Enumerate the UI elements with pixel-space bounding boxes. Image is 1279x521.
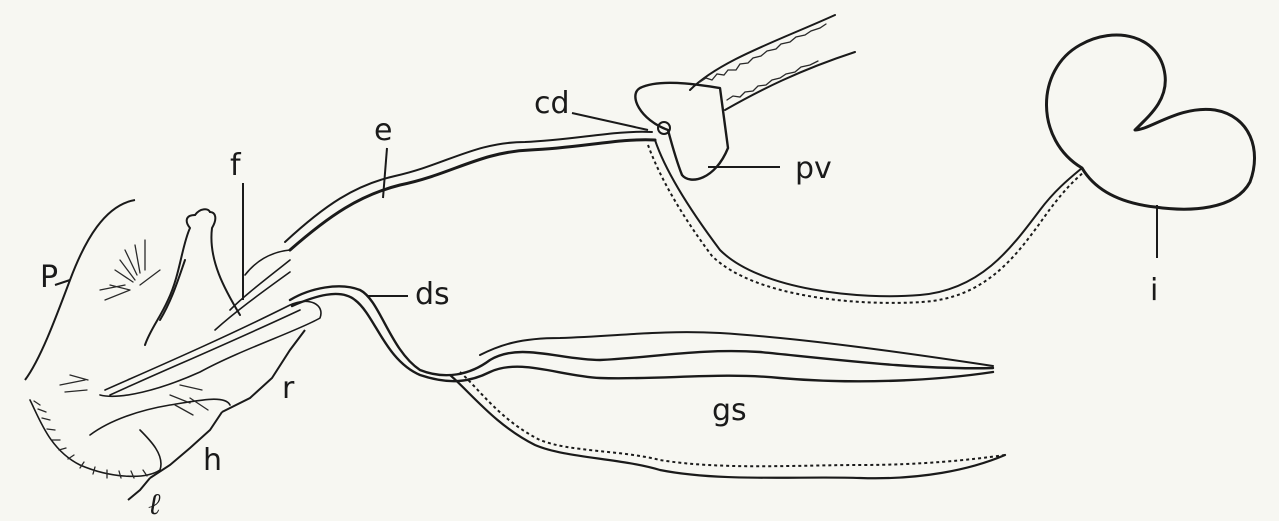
label-P: P <box>40 260 58 295</box>
label-f: f <box>230 148 242 183</box>
label-cd: cd <box>534 86 570 121</box>
label-i: i <box>1150 273 1158 308</box>
label-l: ℓ <box>148 487 161 521</box>
label-gs: gs <box>712 393 747 428</box>
label-pv: pv <box>795 151 832 186</box>
intestine <box>1046 35 1254 209</box>
duct-ds <box>290 286 1005 478</box>
ejaculatory-duct <box>285 132 655 250</box>
bracket-l <box>128 478 150 500</box>
label-h: h <box>203 443 222 478</box>
genitalia-complex <box>30 209 321 478</box>
leader-cd <box>572 113 648 130</box>
label-ds: ds <box>415 277 450 312</box>
label-r: r <box>282 371 295 406</box>
label-e: e <box>374 113 392 148</box>
intestinal-tube <box>648 140 1084 303</box>
